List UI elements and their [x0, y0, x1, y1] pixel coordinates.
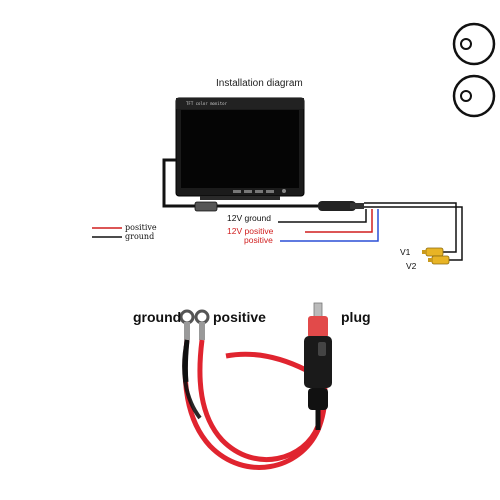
legend-positive-label: positive — [125, 223, 157, 232]
ring-terminal-positive — [194, 309, 210, 340]
cigarette-plug — [304, 302, 332, 430]
rca-connector-v2 — [428, 255, 450, 265]
wire-label-positive: positive — [244, 235, 273, 245]
cable-pair — [182, 339, 328, 470]
monitor-cable — [162, 158, 364, 212]
monitor-brand-text: TFT color monitor — [186, 101, 227, 106]
legend-ground-label: ground — [125, 232, 155, 241]
side-circle-icon-bottom — [452, 74, 496, 118]
wire-label-12v-ground: 12V ground — [227, 213, 271, 223]
diagram-title: Installation diagram — [216, 78, 303, 89]
side-circle-icon-top — [452, 22, 496, 66]
ring-terminal-ground — [179, 309, 195, 340]
video-input-v2-label: V2 — [406, 261, 417, 271]
photo-label-plug: plug — [341, 309, 371, 325]
rca-connector-v1 — [422, 247, 444, 257]
video-input-v1-label: V1 — [400, 247, 411, 257]
photo-label-ground: ground — [133, 309, 182, 325]
monitor — [175, 97, 305, 200]
photo-label-positive: positive — [213, 309, 266, 325]
power-wires — [278, 202, 463, 261]
wire-label-12v-positive: 12V positive — [227, 226, 274, 236]
